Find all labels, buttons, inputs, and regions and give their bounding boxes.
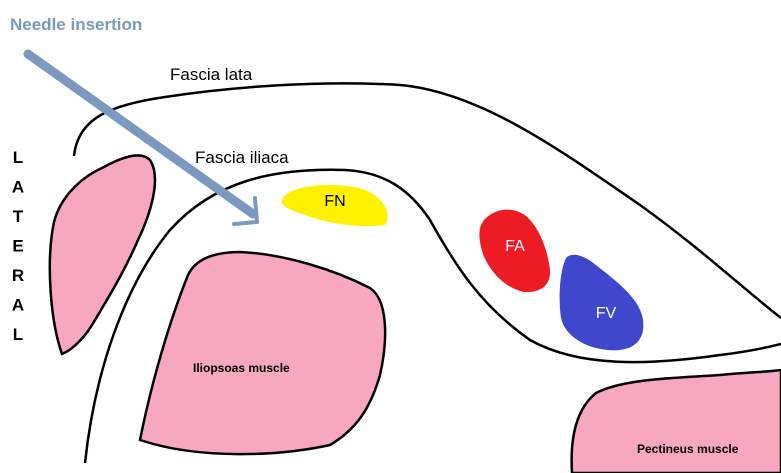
- pectineus-label: Pectineus muscle: [637, 442, 739, 456]
- fascia-lata-line: [74, 83, 781, 318]
- lateral-letter: R: [12, 266, 24, 285]
- fascia-lata-label: Fascia lata: [170, 65, 253, 84]
- lateral-letter: A: [12, 296, 24, 315]
- lateral-letter: A: [12, 178, 24, 197]
- lateral-letter: E: [12, 237, 23, 256]
- lateral-letter: L: [13, 148, 23, 167]
- needle-insertion-label: Needle insertion: [10, 15, 142, 34]
- pectineus-muscle: [572, 370, 781, 473]
- femoral-artery-label: FA: [505, 238, 525, 255]
- lateral-letter: T: [13, 207, 24, 226]
- femoral-vein-label: FV: [596, 305, 617, 322]
- fascia-iliaca-label: Fascia iliaca: [195, 148, 289, 167]
- femoral-vein: [560, 255, 644, 350]
- iliopsoas-label: Iliopsoas muscle: [193, 361, 290, 375]
- lateral-muscle: [50, 155, 155, 354]
- lateral-letter: L: [13, 325, 23, 344]
- iliopsoas-muscle: [140, 252, 385, 454]
- femoral-nerve-label: FN: [324, 193, 345, 210]
